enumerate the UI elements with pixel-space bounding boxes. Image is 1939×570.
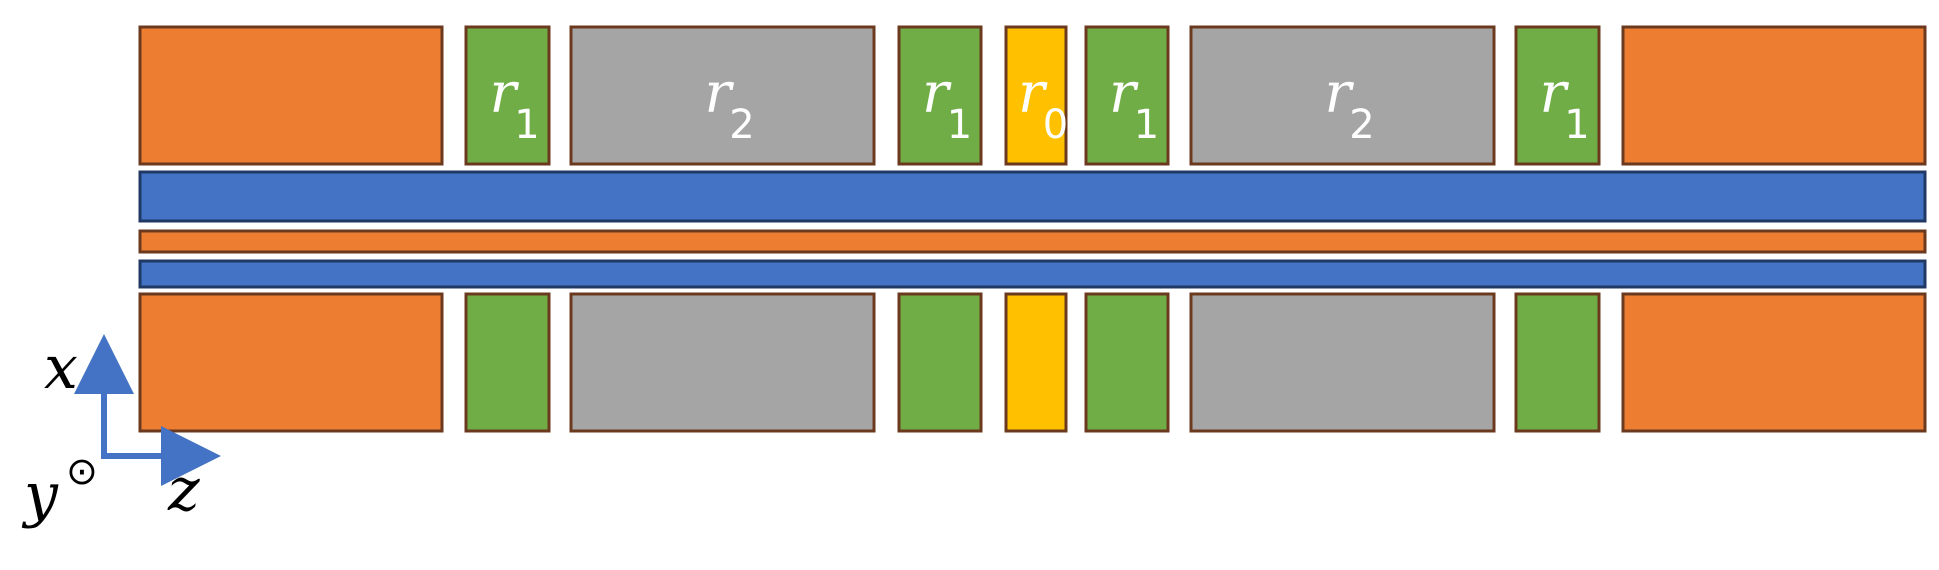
z-axis-label: z — [167, 455, 200, 525]
segment-label-3: r2 — [705, 61, 755, 148]
top-r2-electrode-7 — [1189, 25, 1496, 166]
bottom-electrode-row — [138, 292, 1927, 433]
top-r0-electrode-5 — [1004, 25, 1068, 166]
x-axis-label: x — [44, 333, 78, 403]
bottom-r1-electrode-2 — [464, 292, 551, 433]
coordinate-axes: x z y ⊙ — [21, 333, 221, 530]
y-axis-out-of-page-icon: ⊙ — [66, 449, 98, 493]
bottom-r1-electrode-8 — [1514, 292, 1601, 433]
y-axis-label: y — [21, 460, 59, 530]
segment-label-4: r1 — [922, 61, 972, 148]
top-r1-electrode-2 — [464, 25, 551, 166]
top-end-electrode-1 — [138, 25, 444, 166]
bottom-r1-electrode-6 — [1084, 292, 1170, 433]
bottom-r0-electrode-5 — [1004, 292, 1068, 433]
blue-layer-3 — [138, 259, 1927, 289]
segment-label-2: r1 — [490, 61, 540, 148]
bottom-r2-electrode-3 — [569, 292, 876, 433]
blue-layer-1 — [138, 170, 1927, 223]
top-electrode-row: r1 r2 r1 r0 r1 r2 r1 — [138, 25, 1927, 166]
bottom-end-electrode-1 — [138, 292, 444, 433]
segment-label-6: r1 — [1109, 61, 1159, 148]
top-r1-electrode-6 — [1084, 25, 1170, 166]
bottom-end-electrode-9 — [1621, 292, 1927, 433]
segment-label-7: r2 — [1325, 61, 1375, 148]
orange-layer-2 — [138, 229, 1927, 254]
bottom-r1-electrode-4 — [897, 292, 983, 433]
segment-label-8: r1 — [1540, 61, 1590, 148]
top-r2-electrode-3 — [569, 25, 876, 166]
top-r1-electrode-4 — [897, 25, 983, 166]
layer-stack — [138, 170, 1927, 289]
top-end-electrode-9 — [1621, 25, 1927, 166]
bottom-r2-electrode-7 — [1189, 292, 1496, 433]
top-r1-electrode-8 — [1514, 25, 1601, 166]
segment-label-5: r0 — [1018, 61, 1068, 148]
